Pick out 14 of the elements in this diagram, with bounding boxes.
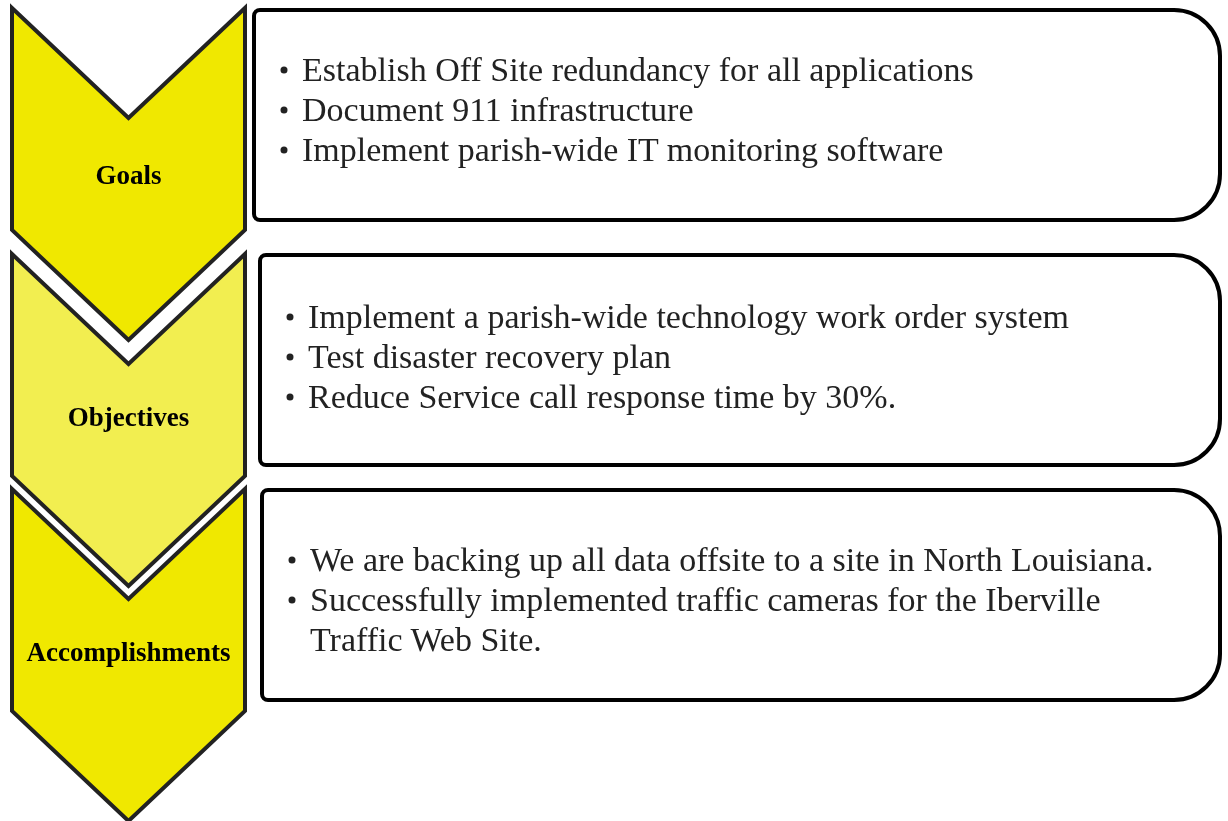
bullet-text: We are backing up all data offsite to a site in North Louisiana. xyxy=(310,541,1154,578)
bullet-text: Establish Off Site redundancy for all applications xyxy=(302,51,974,88)
bullet-text: Reduce Service call response time by 30%. xyxy=(308,378,897,415)
bullet-text: Document 911 infrastructure xyxy=(302,91,694,128)
bullet-text: Implement parish-wide IT monitoring software xyxy=(302,131,944,168)
stage-label: Accomplishments xyxy=(25,637,232,668)
bullet-text: Test disaster recovery plan xyxy=(308,338,671,375)
bullet-text: Implement a parish-wide technology work order system xyxy=(308,298,1069,335)
text-card xyxy=(260,488,1222,702)
stage-label: Goals xyxy=(94,160,163,191)
bullet-text: Successfully implemented traffic cameras for the Iberville Traffic Web Site. xyxy=(310,581,1101,658)
text-card xyxy=(258,253,1222,467)
text-card xyxy=(252,8,1222,222)
stage-label: Objectives xyxy=(66,402,191,433)
